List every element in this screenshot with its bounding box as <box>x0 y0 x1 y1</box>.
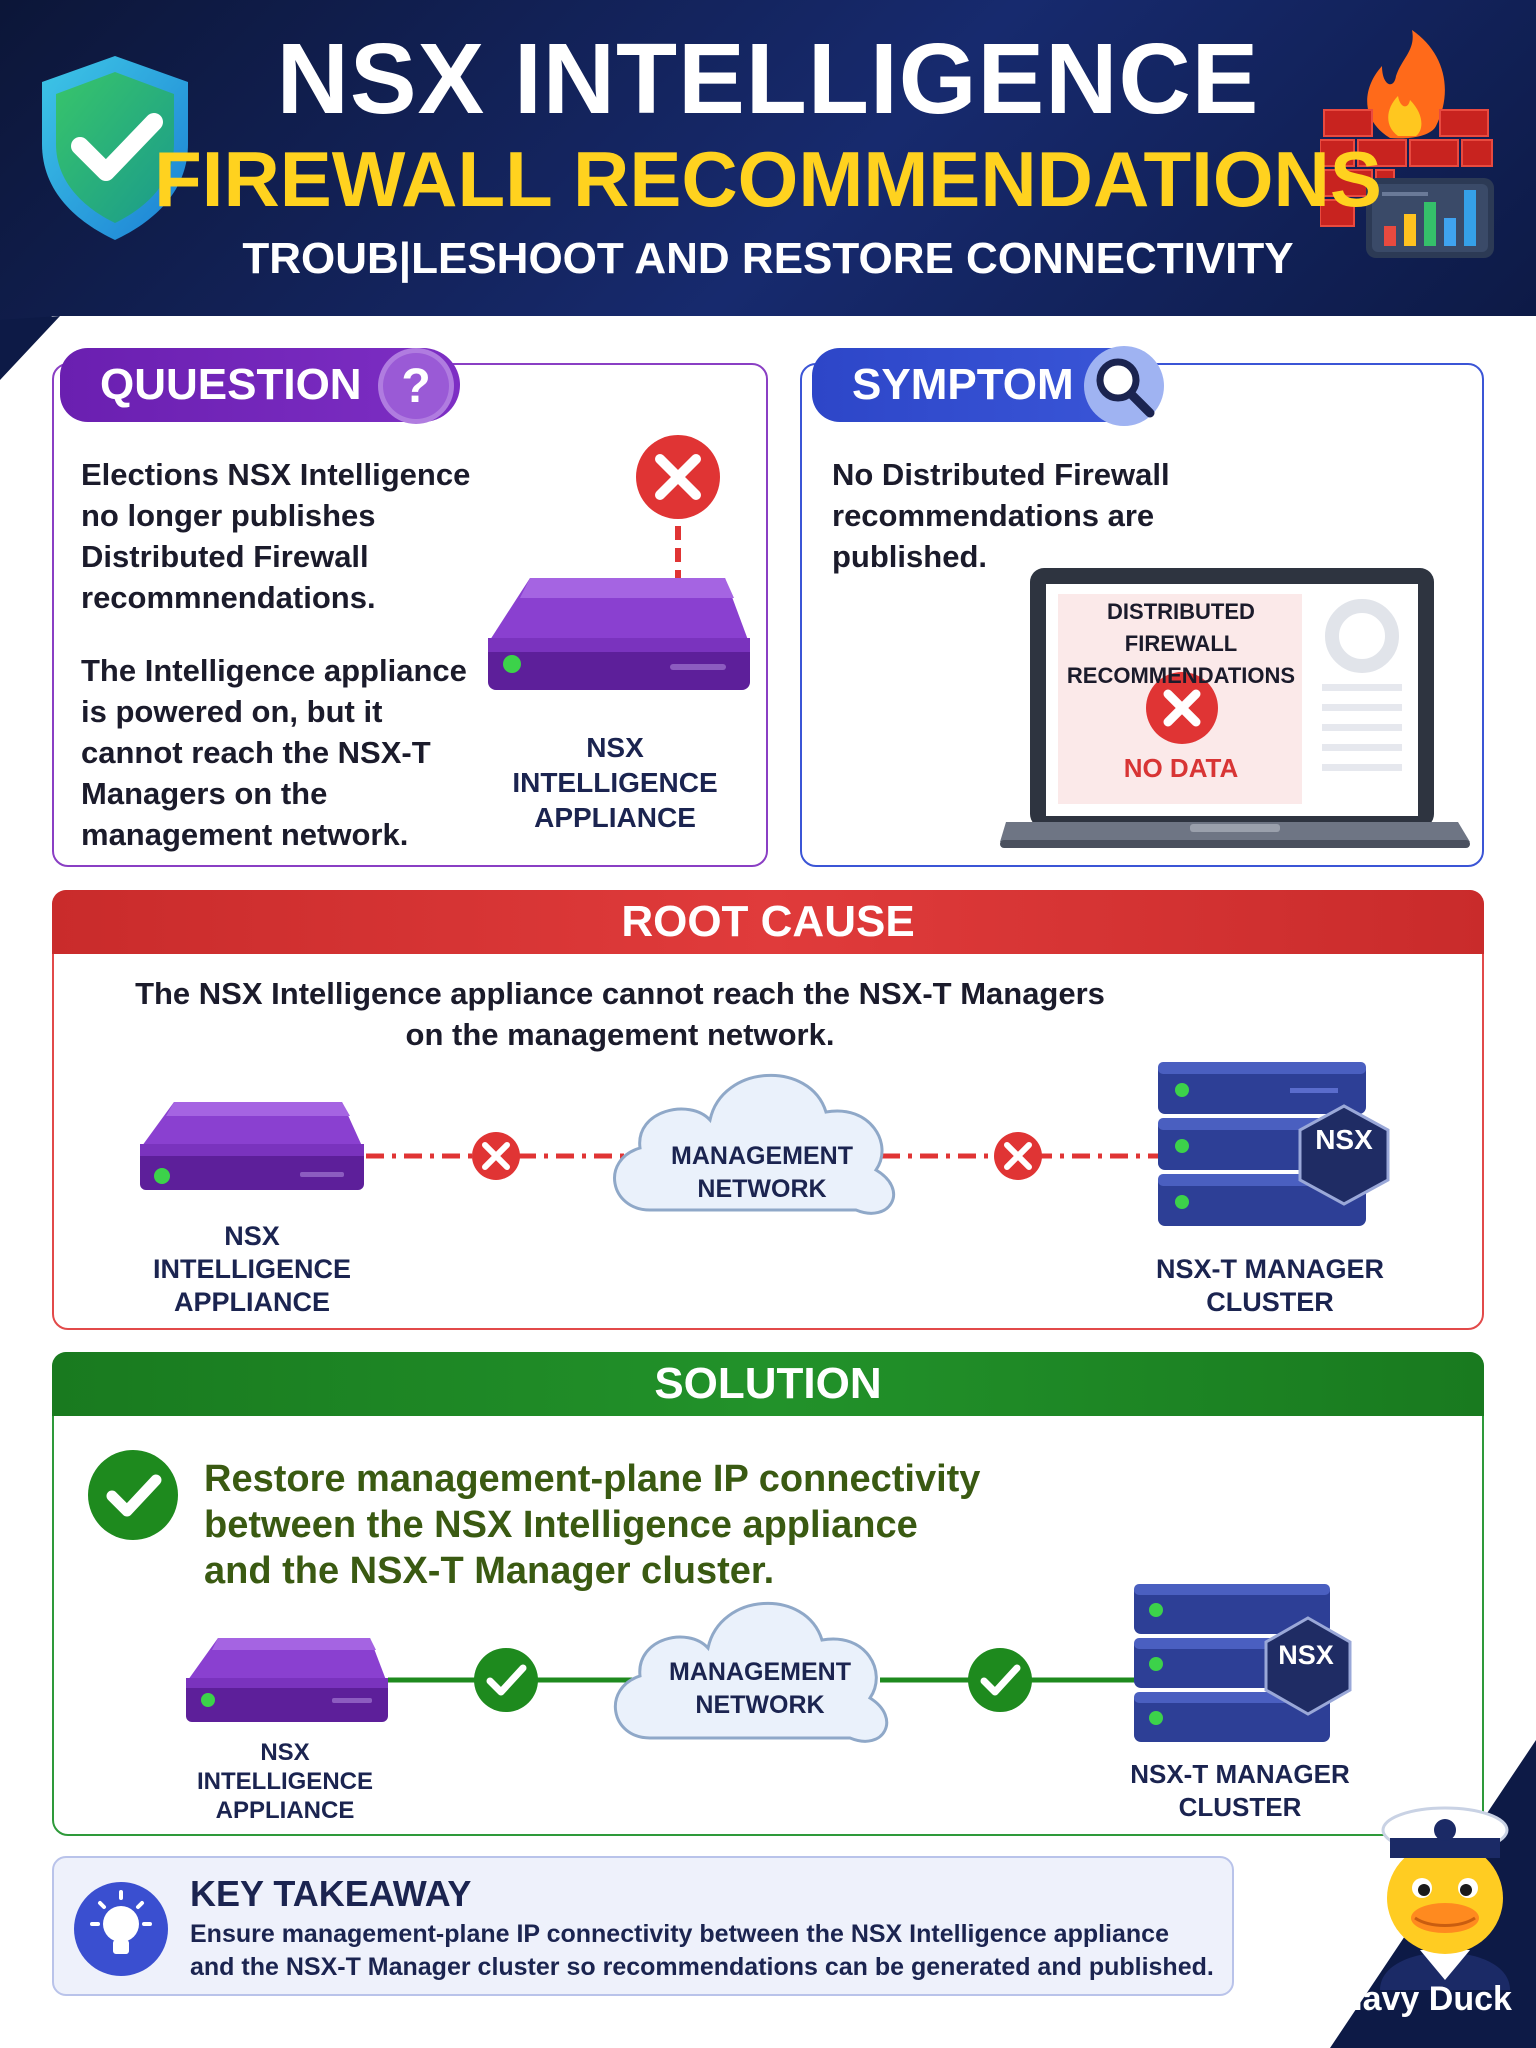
laptop-icon <box>1000 568 1470 848</box>
screen-title: DISTRIBUTED FIREWALL RECOMMENDATIONS <box>1066 599 1296 688</box>
root-cause-heading: ROOT CAUSE <box>52 890 1484 954</box>
firewall-icon <box>1320 30 1494 258</box>
brand-name: Navy Duck <box>1338 1980 1512 2018</box>
server-cluster-icon <box>1158 1062 1390 1226</box>
server-cluster-icon <box>1134 1584 1352 1742</box>
nsx-badge: NSX <box>1315 1124 1373 1155</box>
navy-duck-mascot-icon <box>1380 1806 1510 1990</box>
page-subtitle: FIREWALL RECOMMENDATIONS <box>154 135 1382 223</box>
root-cause-appliance-label: NSX INTELLIGENCE APPLIANCE <box>152 1221 351 1317</box>
page-title: NSX INTELLIGENCE <box>276 23 1260 135</box>
root-cause-text-line1: The NSX Intelligence appliance cannot re… <box>135 976 1105 1011</box>
key-takeaway-heading: KEY TAKEAWAY <box>190 1873 472 1914</box>
lightbulb-icon <box>74 1882 168 1976</box>
root-cause-text-line2: on the management network. <box>405 1017 835 1052</box>
solution-diagram <box>186 1584 1352 1743</box>
root-cause-diagram <box>140 1062 1390 1226</box>
header-banner <box>0 0 1536 320</box>
no-data-status: NO DATA <box>1123 753 1239 783</box>
root-cause-cloud-label: MANAGEMENT NETWORK <box>671 1142 853 1203</box>
nsx-badge: NSX <box>1278 1640 1334 1670</box>
key-takeaway-line1: Ensure management-plane IP connectivity … <box>190 1920 1169 1948</box>
question-paragraph-2: The Intelligence appliance is powered on… <box>81 653 467 852</box>
check-icon <box>474 1648 538 1712</box>
check-circle-icon <box>88 1450 178 1540</box>
question-paragraph-1: Elections NSX Intelligence no longer pub… <box>81 457 471 615</box>
solution-cloud-label: MANAGEMENT NETWORK <box>669 1658 851 1719</box>
question-appliance-label: NSX INTELLIGENCE APPLIANCE <box>512 732 718 833</box>
svg-text:?: ? <box>401 360 430 413</box>
solution-heading: SOLUTION <box>52 1352 1484 1416</box>
question-mark-icon: ? <box>378 348 454 424</box>
check-icon <box>968 1648 1032 1712</box>
question-appliance-graphic <box>488 435 750 690</box>
magnifier-icon <box>1084 346 1164 426</box>
symptom-text: No Distributed Firewall recommendations … <box>832 457 1170 574</box>
key-takeaway-card <box>52 1856 1234 1996</box>
page-tagline: TROUB|LESHOOT AND RESTORE CONNECTIVITY <box>242 234 1294 283</box>
key-takeaway-line2: and the NSX-T Manager cluster so recomme… <box>190 1953 1214 1981</box>
solution-appliance-label: NSX INTELLIGENCE APPLIANCE <box>196 1739 373 1824</box>
root-cause-cluster-label: NSX-T MANAGER CLUSTER <box>1156 1254 1384 1317</box>
solution-cluster-label: NSX-T MANAGER CLUSTER <box>1130 1759 1350 1822</box>
solution-text: Restore management-plane IP connectivity… <box>204 1458 981 1592</box>
shield-check-icon <box>42 56 188 240</box>
